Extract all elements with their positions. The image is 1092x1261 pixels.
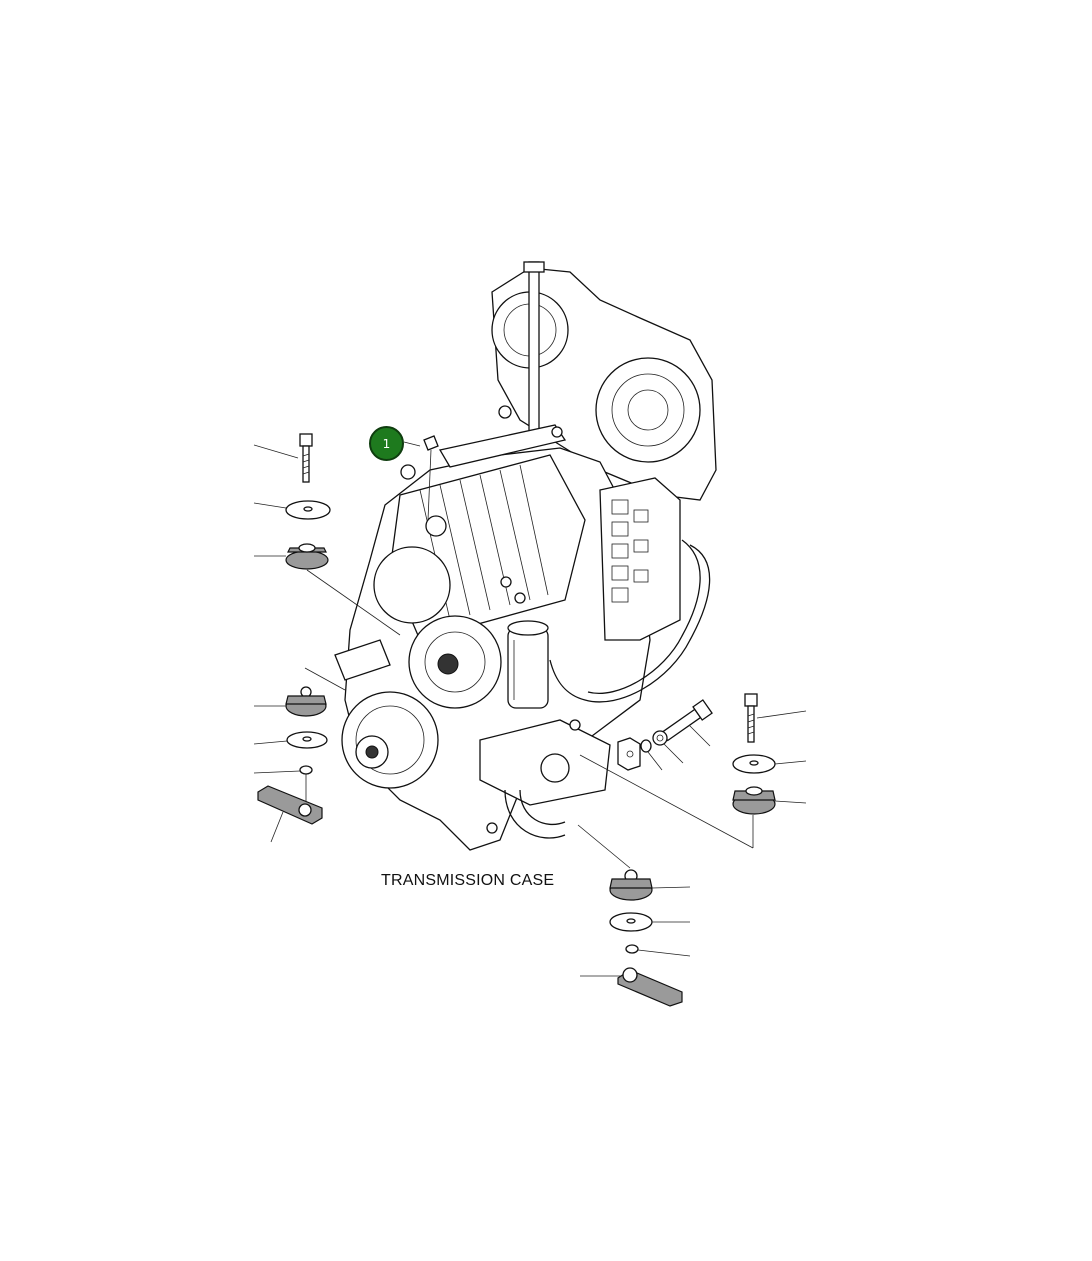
diagram-caption: TRANSMISSION CASE [381,872,555,889]
callout-1-label: 1 [382,436,391,451]
callout-1-leader [403,441,421,447]
right-mount-stack [579,693,807,849]
bottom-mount-stack [577,824,691,1007]
left-lower-mount-stack [253,667,346,843]
callout-1-button[interactable]: 1 [369,426,404,461]
transmission-housing [334,261,717,851]
left-upper-mount-stack [253,433,401,636]
breather-fitting [423,435,439,451]
